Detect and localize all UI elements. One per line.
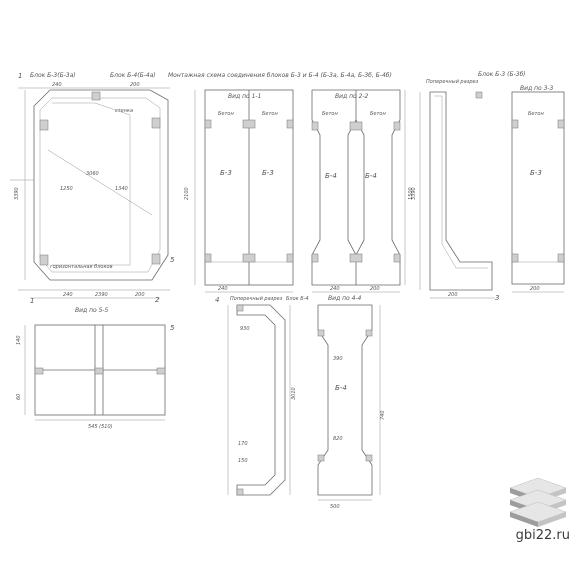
marker-1-bottom: 1	[30, 297, 34, 305]
label-beton-2: Бетон	[262, 111, 278, 117]
dim-240-top: 240	[52, 82, 62, 88]
marker-5-right: 5	[170, 256, 175, 264]
label-vid-4-4: Вид по 4-4	[328, 295, 362, 302]
dim-390: 390	[333, 356, 343, 362]
label-gorizont: горизонтальная блоков	[50, 264, 113, 270]
dim-500: 500	[330, 504, 340, 510]
label-stenka: стенка	[115, 108, 133, 114]
dim-170: 170	[238, 441, 248, 447]
block-b3a-front-view: 240 200 240 2390 200 3390 3060 1250 1340…	[10, 82, 175, 305]
label-block-b4: Блок Б-4	[286, 296, 309, 302]
label-beton-1: Бетон	[218, 111, 234, 117]
marker-1-top: 1	[18, 72, 22, 80]
logo-slabs-icon	[509, 477, 567, 527]
cross-section-b4: Поперечный разрез Блок Б-4 930 170 150 3…	[215, 296, 309, 496]
cross-section-b3: Поперечный разрез 3390 200 3	[411, 79, 499, 302]
label-montage-scheme: Монтажная схема соединения блоков Б-3 и …	[168, 72, 392, 79]
dim-200-v22: 200	[370, 286, 380, 292]
label-blok-b3a: Блок Б-3(Б-3а)	[30, 72, 76, 79]
dim-2390: 2390	[95, 292, 108, 298]
marker-4: 4	[215, 296, 219, 304]
dim-240-bottom: 240	[63, 292, 73, 298]
view-4-4: Вид по 4-4 Б-4 390 740 820 500	[317, 295, 386, 510]
dim-200-bottom: 200	[135, 292, 145, 298]
dim-200-v33: 200	[530, 286, 540, 292]
title-block: Блок Б-3(Б-3а) Блок Б-4(Б-4а) Монтажная …	[18, 71, 526, 80]
dim-820: 820	[333, 436, 343, 442]
view-1-1: Вид по 1-1 Бетон Бетон Б-3 Б-3 2100 240	[184, 89, 294, 293]
dim-1500-v22: 1500	[408, 187, 414, 200]
label-b4-left: Б-4	[325, 172, 337, 180]
dim-200-top: 200	[130, 82, 140, 88]
label-beton-4: Бетон	[370, 111, 386, 117]
label-beton-3: Бетон	[322, 111, 338, 117]
label-blok-b3-b3b: Блок Б-3 (Б-3б)	[478, 71, 526, 78]
label-vid-3-3: Вид по 3-3	[520, 85, 554, 92]
label-b3-right: Б-3	[262, 169, 274, 177]
label-beton-5: Бетон	[528, 111, 544, 117]
label-cross-section-1: Поперечный разрез	[426, 79, 479, 85]
dim-545-v55: 545 (510)	[88, 424, 113, 430]
label-b4-right: Б-4	[365, 172, 377, 180]
label-vid-1-1: Вид по 1-1	[228, 93, 261, 100]
dim-60-v55: 60	[16, 394, 22, 400]
dim-740: 740	[380, 410, 386, 420]
dim-2100-v11: 2100	[184, 187, 190, 200]
dim-240-v11: 240	[218, 286, 228, 292]
dim-200-xs: 200	[448, 292, 458, 298]
dim-3390: 3390	[14, 187, 20, 200]
dim-140-v55: 140	[16, 335, 22, 345]
marker-5-bottom: 5	[170, 324, 175, 332]
label-vid-2-2: Вид по 2-2	[335, 93, 369, 100]
label-b3-left: Б-3	[220, 169, 232, 177]
label-cross-section-2: Поперечный разрез	[230, 296, 283, 302]
view-3-3: Вид по 3-3 Бетон Б-3 200	[511, 85, 565, 293]
view-5-5: Вид по 5-5 140 60 545 (510) 5	[16, 307, 175, 430]
label-b4-v44: Б-4	[335, 384, 347, 392]
dim-3060-inner: 3060	[86, 171, 99, 177]
label-vid-5-5: Вид по 5-5	[75, 307, 109, 314]
dim-240-v22: 240	[330, 286, 340, 292]
dim-150: 150	[238, 458, 248, 464]
marker-2-bottom: 2	[155, 296, 160, 304]
dim-1340: 1340	[115, 186, 128, 192]
view-2-2: Вид по 2-2 Бетон Бетон Б-4 Б-4 240 200 1…	[311, 89, 414, 293]
label-blok-b4a: Блок Б-4(Б-4а)	[110, 72, 156, 79]
dim-3010: 3010	[291, 387, 297, 400]
label-b3-v33: Б-3	[530, 169, 542, 177]
marker-3: 3	[495, 294, 499, 302]
brand-watermark: gbi22.ru	[515, 528, 570, 543]
dim-1250: 1250	[60, 186, 73, 192]
dim-3390-xs: 3390	[411, 187, 417, 200]
dim-930: 930	[240, 326, 250, 332]
